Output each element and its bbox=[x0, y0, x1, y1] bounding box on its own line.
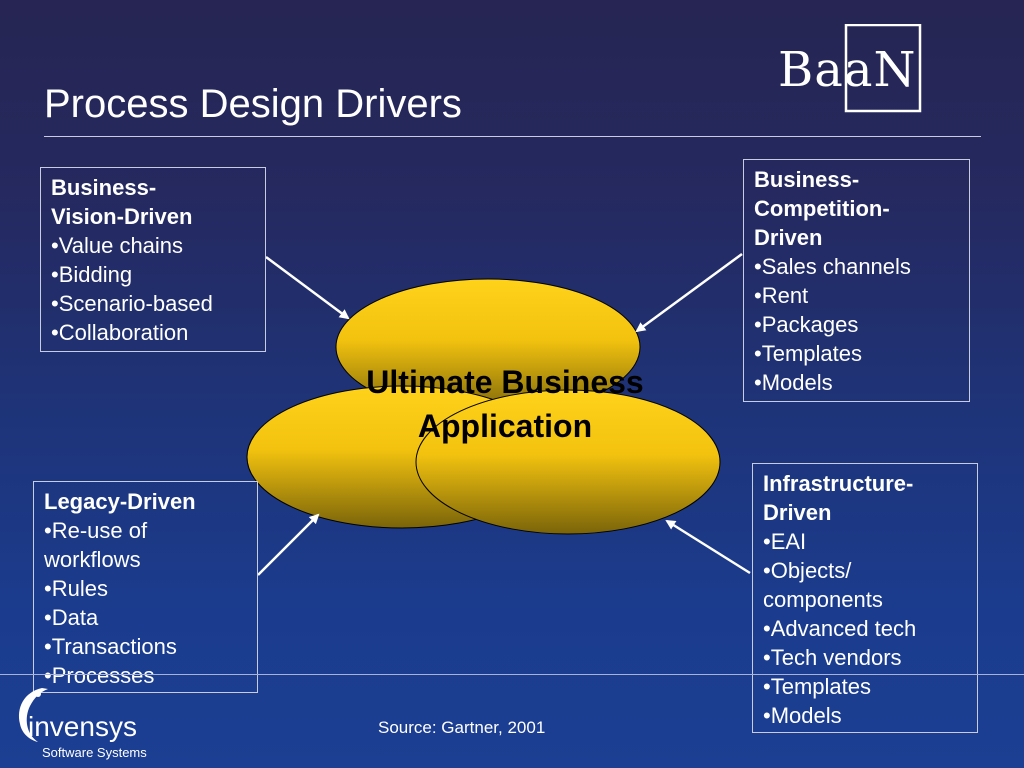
list-item: •Data bbox=[44, 605, 99, 630]
list-item: •Processes bbox=[44, 663, 155, 688]
box-business-competition-driven: Business- Competition- Driven •Sales cha… bbox=[743, 159, 970, 402]
box-heading: Business- Competition- Driven bbox=[754, 167, 890, 250]
list-item: •Objects/ bbox=[763, 558, 852, 583]
list-item: •Tech vendors bbox=[763, 645, 902, 670]
list-item: •Templates bbox=[754, 341, 862, 366]
arrow-bottom-left bbox=[257, 513, 320, 576]
swoosh-icon bbox=[18, 688, 48, 742]
arrow-top-right bbox=[635, 252, 743, 333]
list-item: •Packages bbox=[754, 312, 859, 337]
arrow-top-left bbox=[265, 255, 350, 320]
baan-logo: BaaN bbox=[778, 24, 922, 113]
list-item: •Advanced tech bbox=[763, 616, 917, 641]
title-divider bbox=[44, 136, 981, 137]
list-item: •EAI bbox=[763, 529, 807, 554]
list-item: •Value chains bbox=[51, 233, 184, 258]
list-item: components bbox=[763, 587, 883, 612]
list-item: •Models bbox=[754, 370, 833, 395]
list-item: •Bidding bbox=[51, 262, 133, 287]
list-item: •Collaboration bbox=[51, 320, 189, 345]
ellipse-right bbox=[415, 389, 721, 535]
list-item: •Models bbox=[763, 703, 842, 728]
list-item: •Templates bbox=[763, 674, 871, 699]
invensys-name: invensys bbox=[28, 711, 137, 742]
box-business-vision-driven: Business- Vision-Driven •Value chains •B… bbox=[40, 167, 266, 352]
list-item: •Transactions bbox=[44, 634, 177, 659]
list-item: workflows bbox=[44, 547, 141, 572]
source-citation: Source: Gartner, 2001 bbox=[378, 718, 546, 737]
list-item: •Scenario-based bbox=[51, 291, 213, 316]
list-item: •Rules bbox=[44, 576, 108, 601]
center-label: Ultimate Business Application bbox=[366, 364, 644, 444]
invensys-subtitle: Software Systems bbox=[42, 745, 147, 760]
box-heading: Legacy-Driven bbox=[44, 489, 196, 514]
arrow-bottom-right bbox=[665, 519, 751, 575]
baan-logo-text: BaaN bbox=[778, 42, 917, 98]
box-heading: Business- Vision-Driven bbox=[51, 175, 193, 229]
slide-title: Process Design Drivers bbox=[44, 82, 462, 126]
box-legacy-driven: Legacy-Driven •Re-use of workflows •Rule… bbox=[33, 481, 258, 693]
box-infrastructure-driven: Infrastructure- Driven •EAI •Objects/ co… bbox=[752, 463, 978, 733]
list-item: •Sales channels bbox=[754, 254, 911, 279]
footer-divider bbox=[0, 674, 1024, 675]
list-item: •Re-use of bbox=[44, 518, 148, 543]
list-item: •Rent bbox=[754, 283, 809, 308]
invensys-logo: invensys Software Systems bbox=[18, 688, 147, 760]
box-heading: Infrastructure- Driven bbox=[763, 471, 914, 525]
